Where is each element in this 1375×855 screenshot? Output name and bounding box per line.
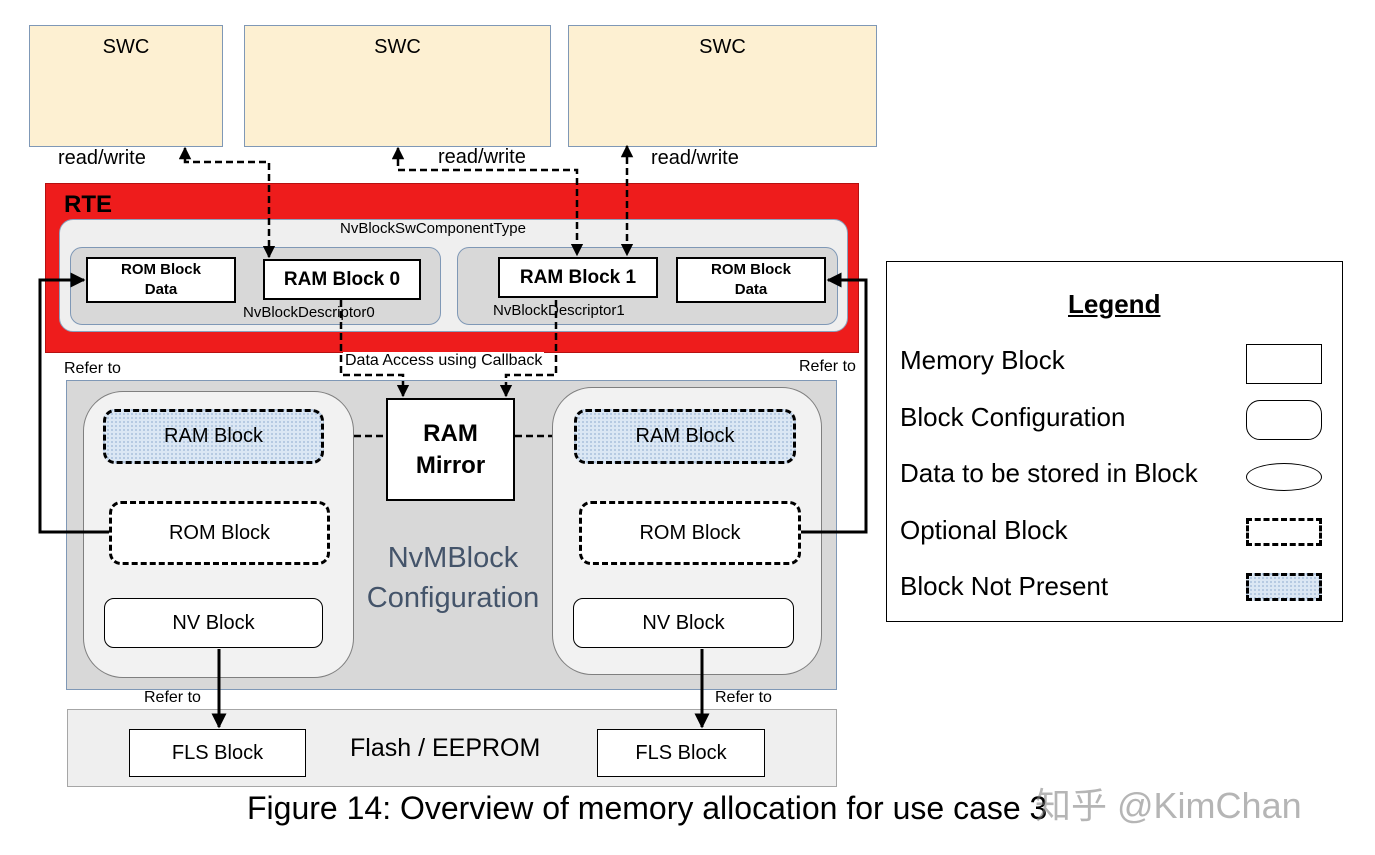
swc-label: SWC	[374, 36, 421, 58]
legend-symbol-optional-block	[1246, 518, 1322, 546]
swc-label: SWC	[102, 36, 150, 58]
fls-block-right: FLS Block	[597, 729, 765, 777]
read-write-label-3: read/write	[651, 147, 739, 169]
rw-connector-1	[178, 146, 276, 259]
ram-block-0: RAM Block 0	[263, 259, 421, 300]
rom-block-data-1: ROM Block Data	[676, 257, 826, 303]
swc-box-2: SWC	[244, 25, 551, 147]
rom-block-right-optional: ROM Block	[579, 501, 801, 565]
ram-block-1: RAM Block 1	[498, 257, 658, 298]
fls-block-left: FLS Block	[129, 729, 306, 777]
legend-symbol-data-ellipse	[1246, 463, 1322, 491]
nv-block-left: NV Block	[104, 598, 323, 648]
swc-box-3: SWC	[568, 25, 877, 147]
ram-block-right-not-present: RAM Block	[574, 409, 796, 464]
swc-box-1: SWC	[29, 25, 223, 147]
legend-item-optional-block: Optional Block	[900, 515, 1068, 545]
rom-block-left-optional: ROM Block	[109, 501, 330, 565]
refer-to-bottom-right: Refer to	[715, 689, 772, 706]
legend-title: Legend	[1068, 289, 1161, 319]
callback-label: Data Access using Callback	[343, 352, 545, 370]
rom-block-data-0: ROM Block Data	[86, 257, 236, 303]
rte-label: RTE	[64, 191, 112, 218]
callback-connector-right	[499, 300, 558, 398]
read-write-label-1: read/write	[58, 147, 146, 169]
figure-caption: Figure 14: Overview of memory allocation…	[247, 790, 1048, 826]
refer-to-right: Refer to	[799, 358, 856, 375]
ram-mirror: RAM Mirror	[386, 398, 515, 501]
flash-eeprom-label: Flash / EEPROM	[350, 734, 541, 762]
legend-item-block-configuration: Block Configuration	[900, 402, 1126, 432]
refer-to-left: Refer to	[64, 360, 121, 377]
legend-item-block-not-present: Block Not Present	[900, 571, 1109, 601]
refer-to-bottom-left: Refer to	[144, 689, 201, 706]
watermark: 知乎 @KimChan	[1035, 785, 1302, 826]
rw-connector-2	[391, 146, 584, 257]
refer-to-connector-right	[801, 272, 868, 534]
nv-block-right: NV Block	[573, 598, 794, 648]
legend-symbol-not-present	[1246, 573, 1322, 601]
legend-symbol-block-configuration	[1246, 400, 1322, 440]
legend-item-memory-block: Memory Block	[900, 345, 1065, 375]
descriptor-1-label: NvBlockDescriptor1	[493, 302, 625, 319]
legend-symbol-memory-block	[1246, 344, 1322, 384]
ram-block-left-not-present: RAM Block	[103, 409, 324, 464]
swc-label: SWC	[699, 36, 746, 58]
refer-to-connector-left	[38, 272, 109, 534]
legend-panel	[886, 261, 1343, 622]
callback-connector-left	[339, 300, 410, 398]
legend-item-data-stored: Data to be stored in Block	[900, 458, 1198, 488]
nvm-block-configuration-label: NvMBlock Configuration	[366, 542, 540, 614]
